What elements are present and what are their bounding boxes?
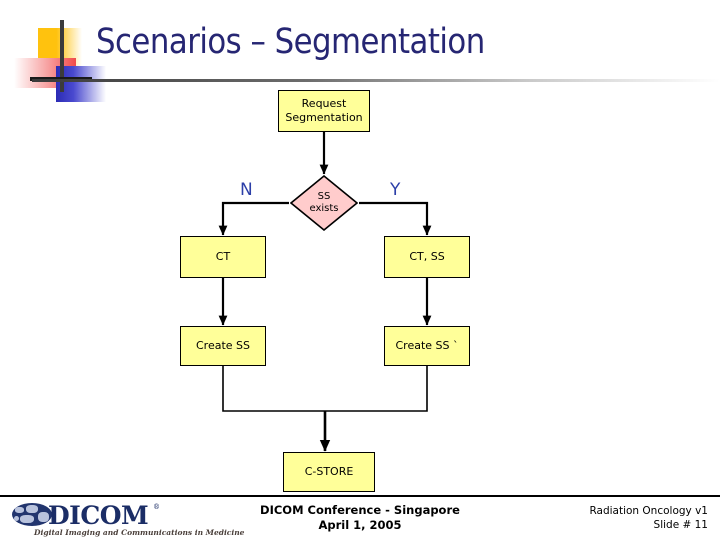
flowchart: Request Segmentation SS exists N Y CT Cr… xyxy=(180,90,470,492)
footer-slide-number: Slide # 11 xyxy=(653,519,708,532)
globe-icon xyxy=(12,503,52,526)
diamond-shape xyxy=(290,175,358,231)
node-request-line1: Request xyxy=(301,97,347,111)
node-request-segmentation[interactable]: Request Segmentation xyxy=(278,90,370,132)
dicom-wordmark: DICOM xyxy=(48,501,149,530)
page-title: Scenarios – Segmentation xyxy=(96,22,485,62)
node-decision-line1: SS xyxy=(317,190,331,202)
slide-footer: DICOM ® Digital Imaging and Communicatio… xyxy=(0,497,720,540)
dicom-tagline: Digital Imaging and Communications in Me… xyxy=(34,528,245,537)
node-request-line2: Segmentation xyxy=(285,111,363,124)
branch-label-no: N xyxy=(240,180,253,200)
footer-deck-name: Radiation Oncology v1 xyxy=(589,505,708,517)
footer-divider xyxy=(0,495,720,497)
node-decision-ss-exists[interactable]: SS exists xyxy=(290,175,358,231)
footer-conference-info: DICOM Conference - Singapore April 1, 20… xyxy=(200,503,520,533)
registered-mark: ® xyxy=(153,503,160,511)
title-divider xyxy=(32,79,720,82)
vertical-rule-decoration xyxy=(60,20,64,92)
footer-deck-info: Radiation Oncology v1 Slide # 11 xyxy=(448,504,708,532)
branch-label-yes: Y xyxy=(390,180,401,200)
dicom-logo: DICOM ® Digital Imaging and Communicatio… xyxy=(12,501,244,537)
blue-square-decoration xyxy=(56,66,106,102)
node-ct[interactable]: CT xyxy=(180,236,266,278)
footer-conference-name: DICOM Conference - Singapore xyxy=(260,503,460,517)
node-create-ss[interactable]: Create SS xyxy=(180,326,266,366)
node-c-store[interactable]: C-STORE xyxy=(283,452,375,492)
footer-conference-date: April 1, 2005 xyxy=(318,517,402,532)
node-ct-ss[interactable]: CT, SS xyxy=(384,236,470,278)
corner-decoration xyxy=(0,0,130,110)
node-decision-line2: exists xyxy=(309,203,339,214)
flowchart-connectors xyxy=(218,132,432,452)
node-decision-label: SS exists xyxy=(290,175,358,231)
node-create-ss-prime[interactable]: Create SS ` xyxy=(384,326,470,366)
